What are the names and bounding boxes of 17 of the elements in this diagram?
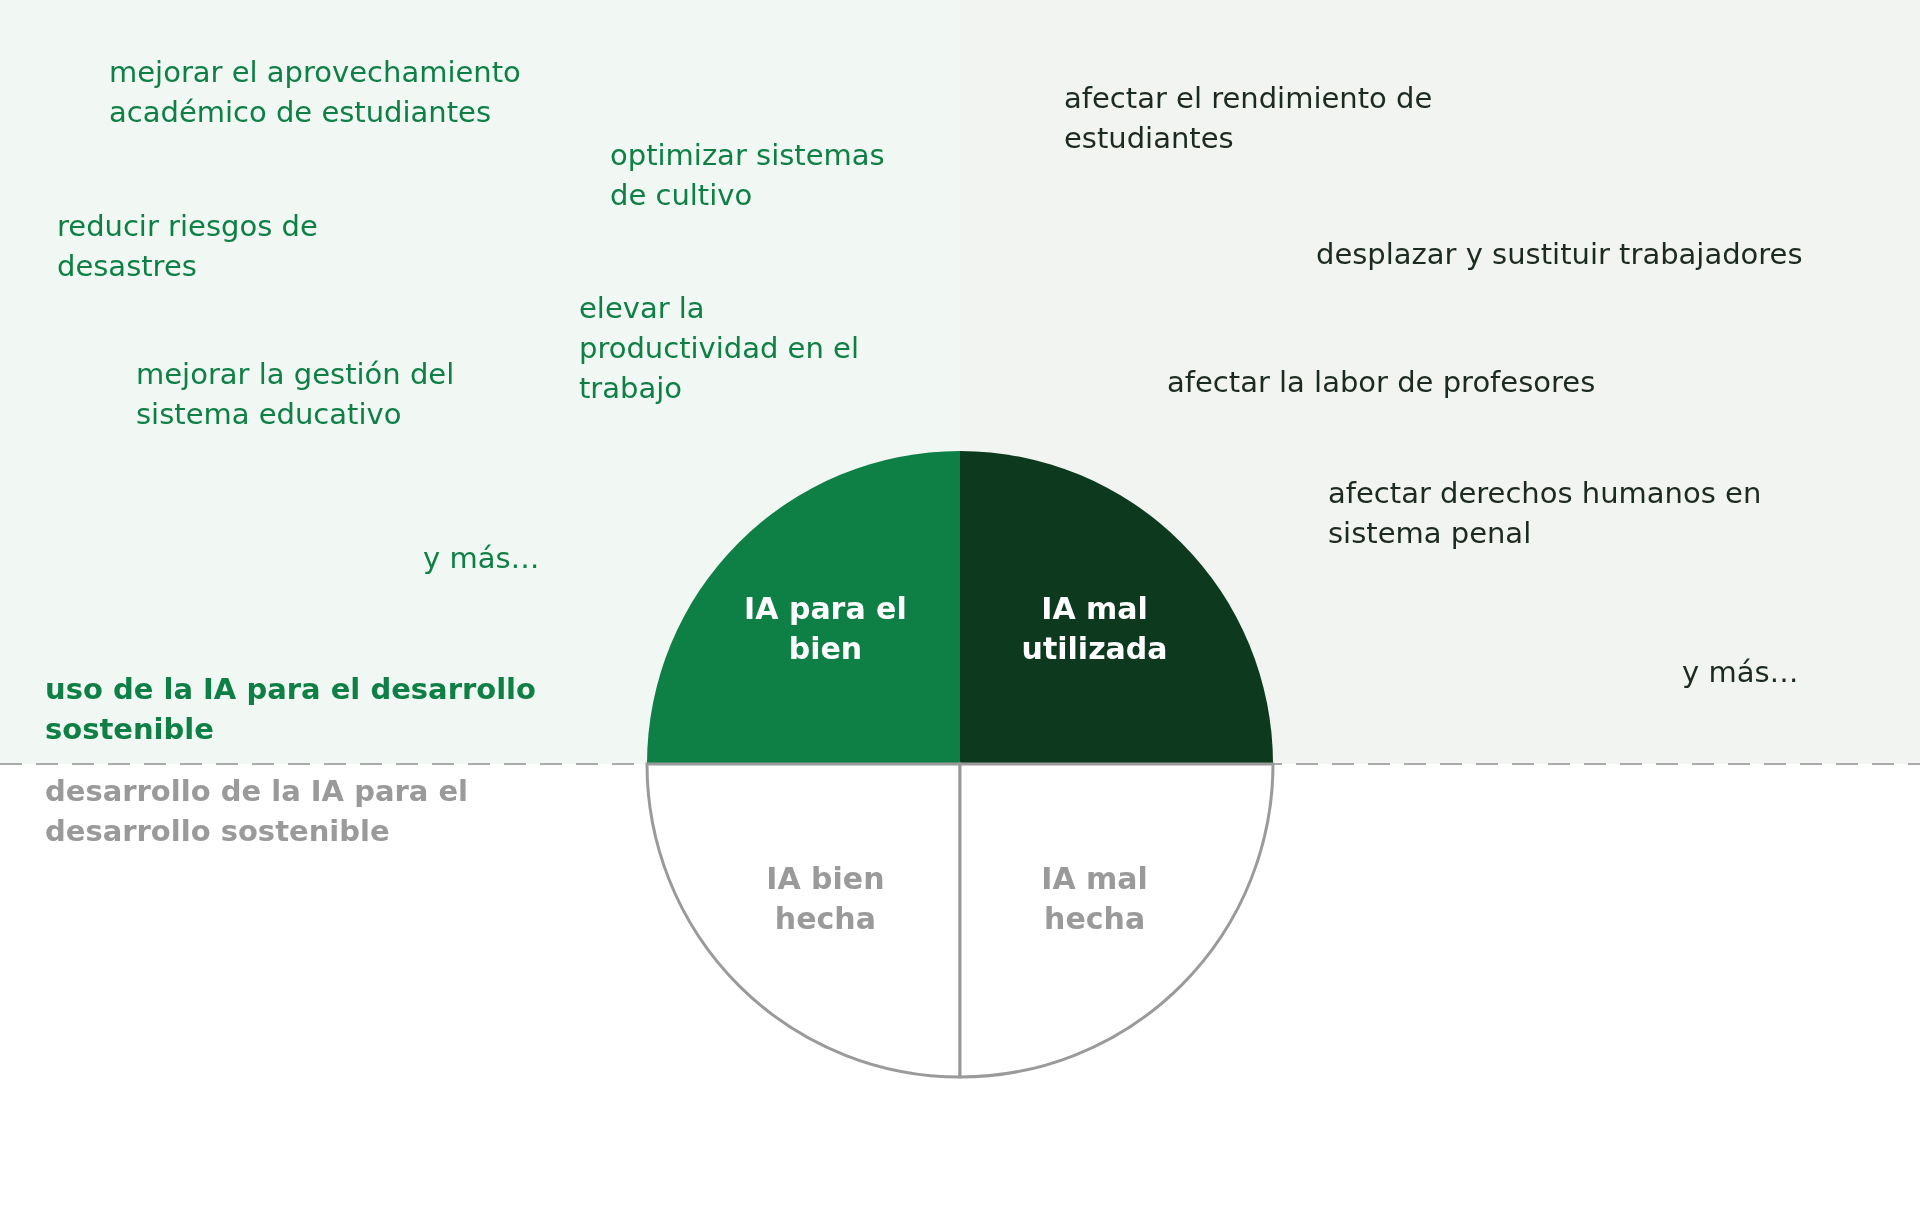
section-heading: uso de la IA para el desarrollo sostenible [45, 671, 537, 748]
quadrant-label: IA bien hecha [765, 859, 886, 938]
note-text: y más… [1682, 654, 1800, 691]
note-text: reducir riesgos de desastres [57, 208, 319, 285]
note-text: mejorar el aprovechamiento académico de estudiantes [109, 54, 522, 131]
note-text: afectar la labor de profesores [1167, 364, 1597, 401]
note-text: optimizar sistemas de cultivo [610, 137, 886, 214]
section-heading: desarrollo de la IA para el desarrollo sostenible [45, 773, 470, 850]
note-text: afectar derechos humanos en sistema penal [1328, 475, 1763, 552]
note-text: desplazar y sustituir trabajadores [1316, 236, 1804, 273]
quadrant-label: IA mal utilizada [1020, 590, 1169, 669]
note-text: elevar la productividad en el trabajo [579, 290, 860, 407]
note-text: mejorar la gestión del sistema educativo [136, 356, 456, 433]
quadrant-label: IA mal hecha [1040, 859, 1149, 938]
quadrant-label: IA para el bien [743, 590, 908, 669]
note-text: afectar el rendimiento de estudiantes [1064, 80, 1434, 157]
note-text: y más… [423, 540, 541, 577]
